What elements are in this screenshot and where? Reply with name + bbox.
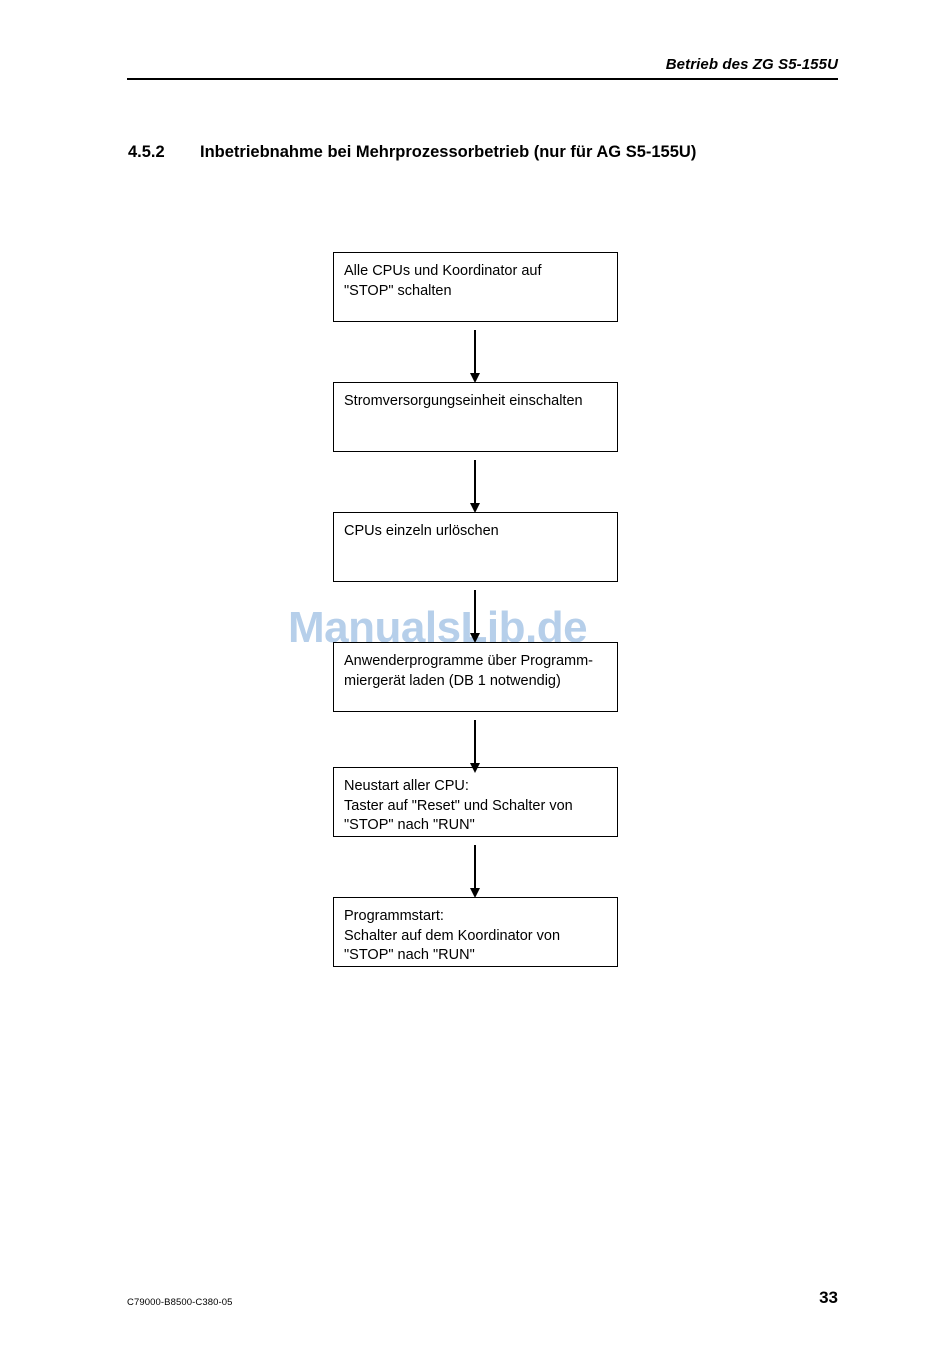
flow-arrow-3-to-4 bbox=[470, 590, 480, 643]
footer-document-code: C79000-B8500-C380-05 bbox=[127, 1297, 233, 1308]
flow-box-5-line-3: "STOP" nach "RUN" bbox=[344, 817, 475, 833]
flow-box-1: Alle CPUs und Koordinator auf "STOP" sch… bbox=[333, 252, 618, 322]
section-title: Inbetriebnahme bei Mehrprozessorbetrieb … bbox=[200, 143, 697, 161]
section-number: 4.5.2 bbox=[128, 143, 165, 161]
flow-box-3-line-1: CPUs einzeln urlöschen bbox=[344, 523, 499, 539]
flow-box-4-line-2: miergerät laden (DB 1 notwendig) bbox=[344, 672, 561, 689]
header-rule bbox=[127, 78, 838, 80]
section-heading: 4.5.2 Inbetriebnahme bei Mehrprozessorbet… bbox=[128, 143, 696, 162]
running-header-title: Betrieb des ZG S5-155U bbox=[665, 56, 838, 73]
flow-box-4: Anwenderprogramme über Programm- mierger… bbox=[333, 642, 618, 712]
flow-box-5: Neustart aller CPU: Taster auf "Reset" u… bbox=[333, 767, 618, 837]
flow-box-1-line-1: Alle CPUs und Koordinator auf bbox=[344, 263, 542, 279]
flow-box-6-line-1: Programmstart: bbox=[344, 908, 444, 924]
manualslib-watermark: ManualsLib.de bbox=[288, 603, 588, 652]
flow-box-6-line-2: Schalter auf dem Koordinator von bbox=[344, 927, 561, 944]
flow-box-6: Programmstart: Schalter auf dem Koordina… bbox=[333, 897, 618, 967]
flow-box-1-line-2: "STOP" schalten bbox=[344, 282, 452, 299]
flow-box-3: CPUs einzeln urlöschen bbox=[333, 512, 618, 582]
flow-arrow-5-to-6 bbox=[470, 845, 480, 898]
flow-box-2: Stromversorgungseinheit einschalten bbox=[333, 382, 618, 452]
flow-box-4-line-1: Anwenderprogramme über Programm- bbox=[344, 653, 594, 669]
flow-arrow-2-to-3 bbox=[470, 460, 480, 513]
flow-arrow-1-to-2 bbox=[470, 330, 480, 383]
footer-page-number: 33 bbox=[819, 1288, 838, 1307]
flow-box-6-line-3: "STOP" nach "RUN" bbox=[344, 947, 475, 963]
flow-box-5-line-1: Neustart aller CPU: bbox=[344, 778, 469, 794]
flow-arrow-4-to-5 bbox=[470, 720, 480, 773]
flow-box-2-line-1: Stromversorgungseinheit einschalten bbox=[344, 393, 583, 409]
flow-box-5-line-2: Taster auf "Reset" und Schalter von bbox=[344, 797, 573, 814]
